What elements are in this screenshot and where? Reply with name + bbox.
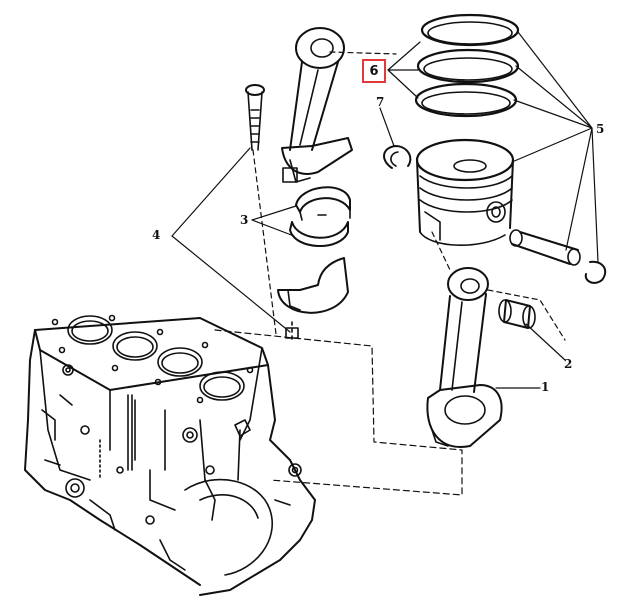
rod-cap	[277, 257, 349, 341]
circlip-right	[584, 260, 607, 284]
callout-7-label: 7	[376, 95, 385, 109]
piston-rings	[414, 13, 520, 118]
callout-2-label: 2	[564, 357, 573, 371]
small-end-bushing	[498, 299, 536, 329]
circlip-left	[383, 145, 412, 169]
callout-1-label: 1	[541, 380, 550, 394]
piston	[415, 138, 515, 246]
bearing-shells	[289, 186, 351, 247]
piston-pin	[509, 229, 581, 266]
callout-6-label: 6	[369, 63, 379, 79]
connecting-rod-lower	[426, 267, 503, 448]
engine-block	[24, 314, 316, 596]
callout-6-highlight[interactable]: 6	[362, 59, 386, 83]
leader-lines	[171, 31, 599, 496]
callout-4-label: 4	[152, 228, 161, 242]
rod-bolt	[245, 84, 265, 151]
callout-5-label: 5	[596, 122, 605, 136]
connecting-rod-upper	[281, 27, 353, 183]
callout-3-label: 3	[240, 213, 249, 227]
